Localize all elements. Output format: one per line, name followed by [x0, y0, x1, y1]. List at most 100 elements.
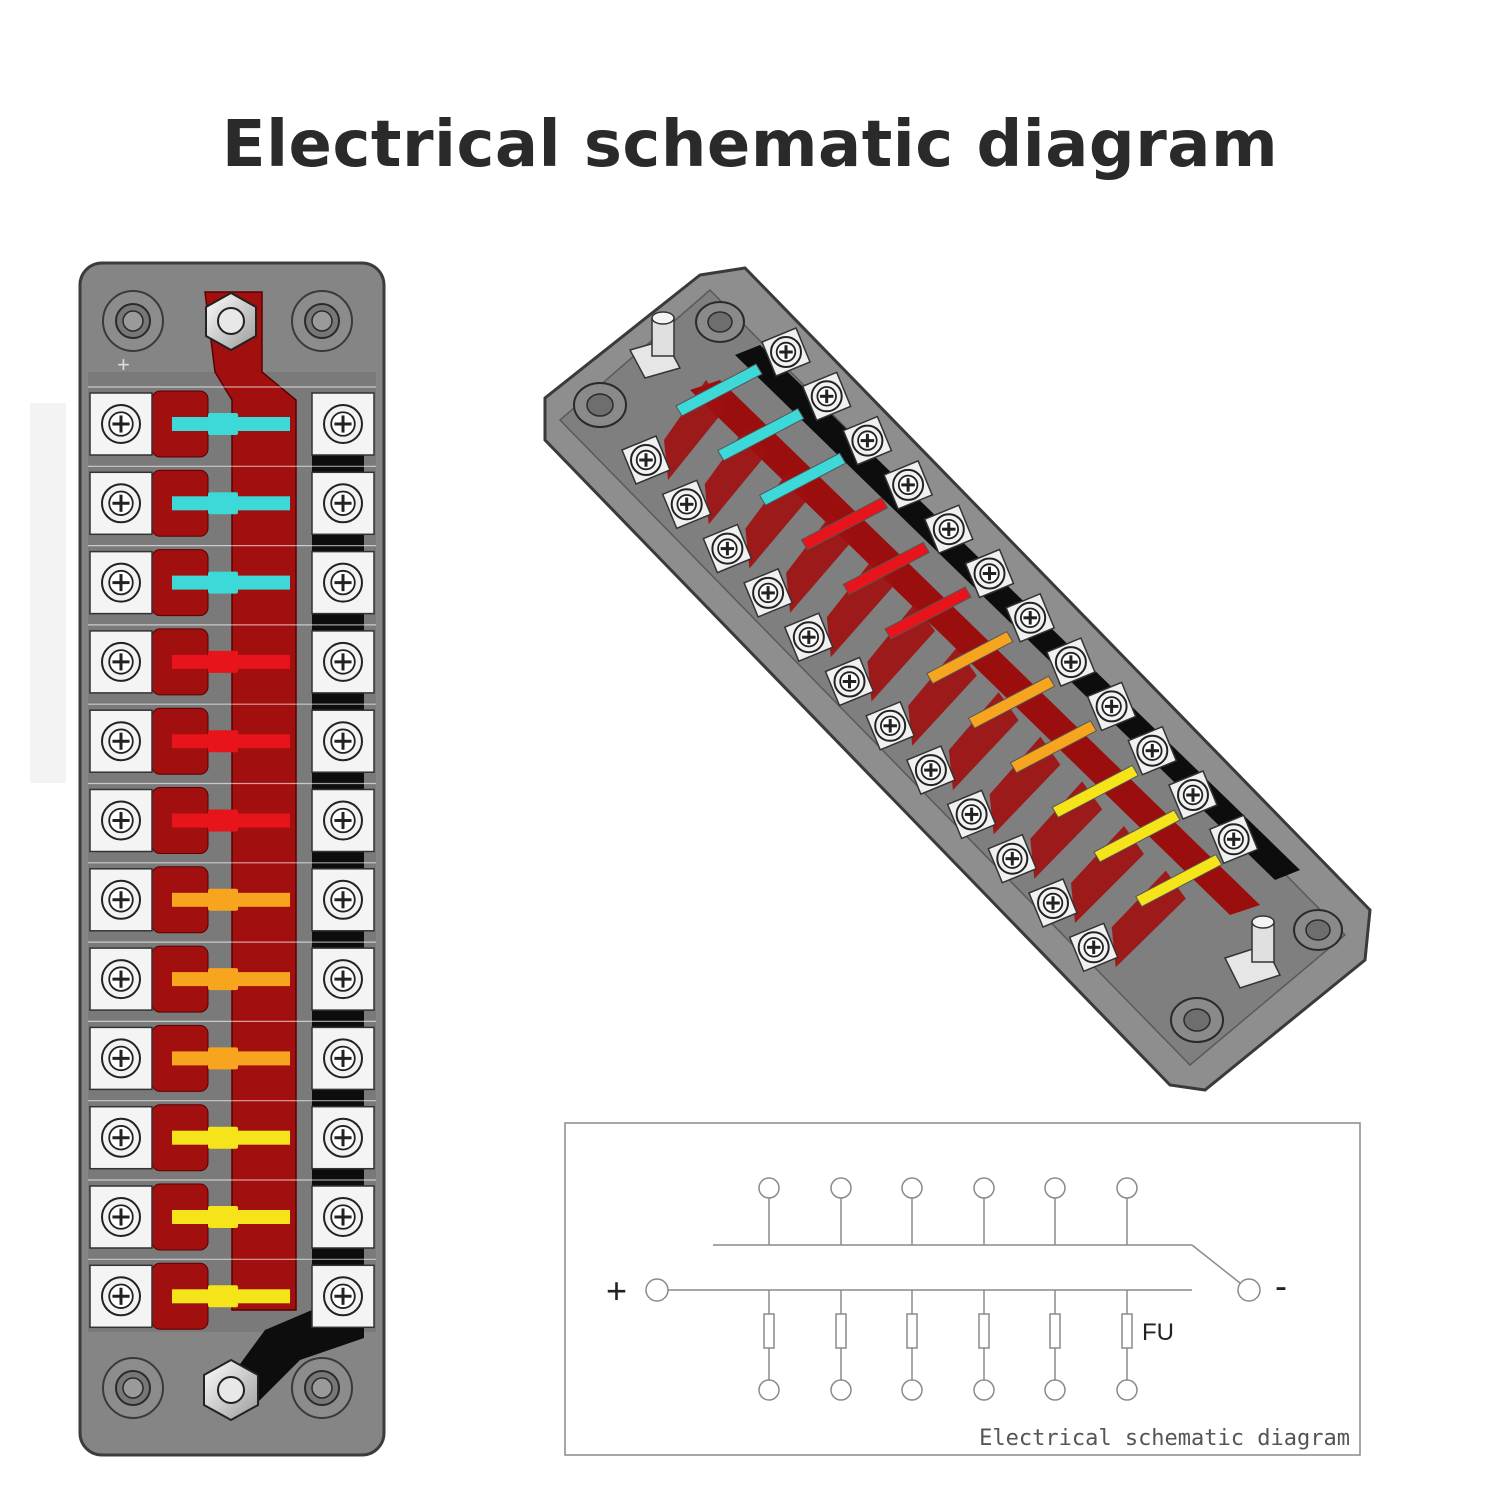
screw-icon — [101, 483, 141, 524]
right-terminal — [311, 868, 375, 932]
blade-fuse — [842, 541, 930, 596]
fuse-row — [88, 1100, 376, 1172]
screw-icon — [1177, 779, 1209, 811]
blade-fuse — [717, 407, 805, 462]
fuse-row — [88, 1020, 376, 1092]
blade-fuse — [884, 586, 972, 640]
screw-icon — [955, 798, 988, 831]
screw-icon — [752, 576, 785, 609]
minus-label: - — [1275, 1265, 1287, 1306]
fuse-row — [88, 782, 376, 854]
screw-icon — [323, 959, 363, 1000]
negative-terminal-node — [1237, 1278, 1261, 1302]
branch-busbar — [1111, 870, 1186, 968]
fuse-box-top-view: + — [78, 261, 386, 1457]
blade-fuse-head — [208, 730, 238, 753]
positive-output-node — [830, 1379, 852, 1401]
screw-icon — [810, 380, 843, 413]
screw-icon — [1077, 931, 1110, 964]
fuse-row — [88, 624, 376, 696]
blade-fuse — [1093, 809, 1181, 863]
blade-fuse-head — [208, 650, 238, 673]
screw-icon — [101, 641, 141, 682]
circuit-branch — [973, 1177, 995, 1401]
fuse-row — [1028, 770, 1218, 928]
fuse-row — [88, 941, 376, 1013]
mount-hole-icon — [102, 1357, 164, 1419]
screw-icon — [851, 424, 884, 457]
mount-hole-icon — [1293, 909, 1343, 951]
fuse-symbol — [835, 1313, 847, 1349]
screw-icon — [996, 842, 1029, 875]
blade-fuse-head — [208, 1047, 238, 1070]
fuse-symbol — [1049, 1313, 1061, 1349]
schematic-caption: Electrical schematic diagram — [979, 1426, 1350, 1451]
negative-output-node — [1116, 1177, 1138, 1199]
positive-stud-nut-icon — [205, 291, 257, 352]
screw-icon — [1095, 690, 1128, 723]
screw-icon — [323, 1276, 363, 1317]
branch-busbar — [664, 380, 726, 480]
blade-fuse — [926, 630, 1014, 685]
branch-busbar — [908, 647, 977, 746]
screw-icon — [630, 444, 662, 476]
screw-icon — [323, 800, 363, 841]
fuse-row — [661, 371, 852, 530]
mount-hole-icon — [573, 382, 627, 428]
circuit-branch — [830, 1177, 852, 1401]
mount-hole-icon — [695, 301, 745, 343]
fuse-row — [88, 1258, 376, 1330]
screw-icon — [101, 1117, 141, 1158]
fuse-row — [905, 637, 1096, 796]
screw-icon — [323, 404, 363, 444]
screw-icon — [670, 488, 703, 521]
fuse-row — [1068, 814, 1259, 973]
blade-fuse — [967, 675, 1056, 729]
screw-icon — [892, 468, 925, 501]
branch-busbar — [704, 424, 768, 525]
blade-fuse-head — [208, 809, 238, 832]
screw-icon — [792, 621, 825, 654]
screw-icon — [973, 557, 1006, 590]
branch-busbar — [786, 513, 852, 613]
positive-output-node — [758, 1379, 780, 1401]
blade-fuse — [758, 452, 847, 506]
branch-busbar — [826, 558, 894, 658]
blade-fuse-head — [208, 1285, 238, 1308]
screw-icon — [323, 879, 363, 920]
fuse-row — [621, 327, 811, 485]
screw-icon — [833, 665, 866, 698]
blade-fuse-head — [208, 888, 238, 911]
fuse-symbol — [1121, 1313, 1133, 1349]
screw-icon — [711, 532, 744, 565]
fuse-row — [865, 592, 1056, 751]
screw-icon — [914, 754, 947, 787]
blade-fuse-head — [208, 413, 238, 435]
screw-icon — [323, 1038, 363, 1079]
negative-bus-link — [1191, 1244, 1241, 1284]
screw-icon — [101, 721, 141, 762]
fuse-row — [88, 703, 376, 775]
branch-busbar — [989, 736, 1061, 835]
schematic-frame — [564, 1122, 1361, 1456]
fuse-row — [702, 415, 893, 574]
blade-fuse-head — [208, 571, 238, 594]
negative-stud-icon — [1223, 915, 1282, 989]
fuse-row — [946, 681, 1137, 840]
blade-fuse-head — [208, 1126, 238, 1149]
negative-output-node — [758, 1177, 780, 1199]
screw-icon — [1037, 887, 1069, 919]
fuse-symbol — [978, 1313, 990, 1349]
right-terminal — [311, 471, 375, 536]
screw-icon — [101, 1276, 141, 1317]
blade-fuse-head — [208, 1206, 238, 1228]
fuse-row — [88, 544, 376, 617]
positive-output-node — [1116, 1379, 1138, 1401]
fuse-rows — [88, 386, 376, 1330]
positive-stud-icon — [628, 311, 682, 379]
screw-icon — [101, 404, 141, 444]
negative-output-node — [830, 1177, 852, 1199]
branch-busbar — [745, 469, 810, 569]
